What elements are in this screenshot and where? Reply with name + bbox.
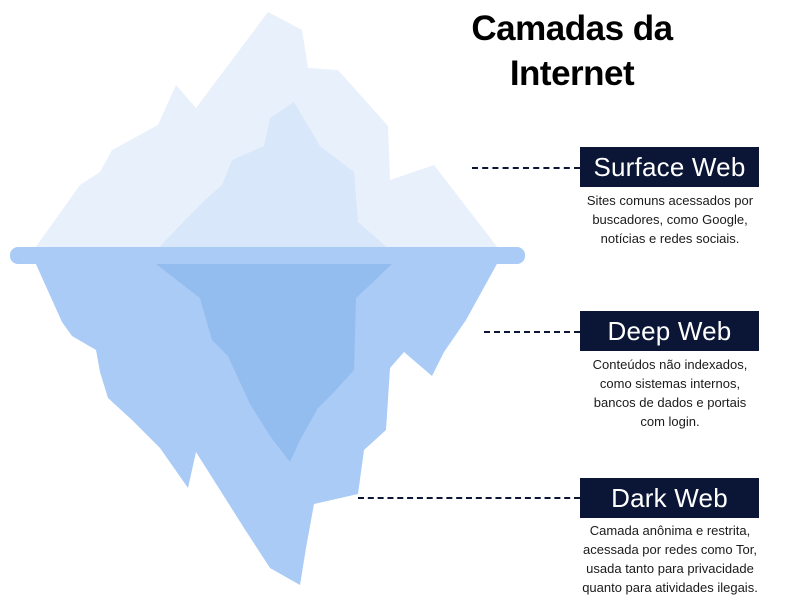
surface-web-desc-line: buscadores, como Google, bbox=[592, 212, 748, 227]
deep-web-label: Deep Web bbox=[580, 311, 759, 351]
surface-web-description: Sites comuns acessados por buscadores, c… bbox=[566, 191, 774, 248]
iceberg-underwater-core bbox=[156, 264, 392, 462]
dark-web-desc-line: acessada por redes como Tor, bbox=[583, 542, 757, 557]
page-title: Camadas da Internet bbox=[440, 6, 704, 96]
surface-web-label: Surface Web bbox=[580, 147, 759, 187]
deep-web-description: Conteúdos não indexados, como sistemas i… bbox=[566, 355, 774, 431]
dark-web-desc-line: Camada anônima e restrita, bbox=[589, 523, 751, 538]
deep-web-desc-line: bancos de dados e portais bbox=[593, 395, 747, 410]
deep-web-desc-line: com login. bbox=[640, 414, 700, 429]
dark-web-description: Camada anônima e restrita, acessada por … bbox=[566, 521, 774, 597]
surface-web-desc-line: notícias e redes sociais. bbox=[600, 231, 740, 246]
surface-web-desc-line: Sites comuns acessados por bbox=[586, 193, 754, 208]
water-line bbox=[10, 247, 525, 264]
dark-web-desc-line: quanto para atividades ilegais. bbox=[582, 580, 758, 595]
title-line-2: Internet bbox=[509, 54, 635, 93]
dark-web-leader-line bbox=[358, 497, 580, 499]
dark-web-label: Dark Web bbox=[580, 478, 759, 518]
iceberg-tip-front bbox=[158, 102, 388, 248]
deep-web-leader-line bbox=[484, 331, 580, 333]
deep-web-desc-line: como sistemas internos, bbox=[599, 376, 741, 391]
deep-web-desc-line: Conteúdos não indexados, bbox=[592, 357, 748, 372]
surface-web-leader-line bbox=[472, 167, 580, 169]
iceberg-tip-back bbox=[35, 12, 498, 248]
title-line-1: Camadas da bbox=[471, 9, 673, 48]
dark-web-desc-line: usada tanto para privacidade bbox=[586, 561, 754, 576]
